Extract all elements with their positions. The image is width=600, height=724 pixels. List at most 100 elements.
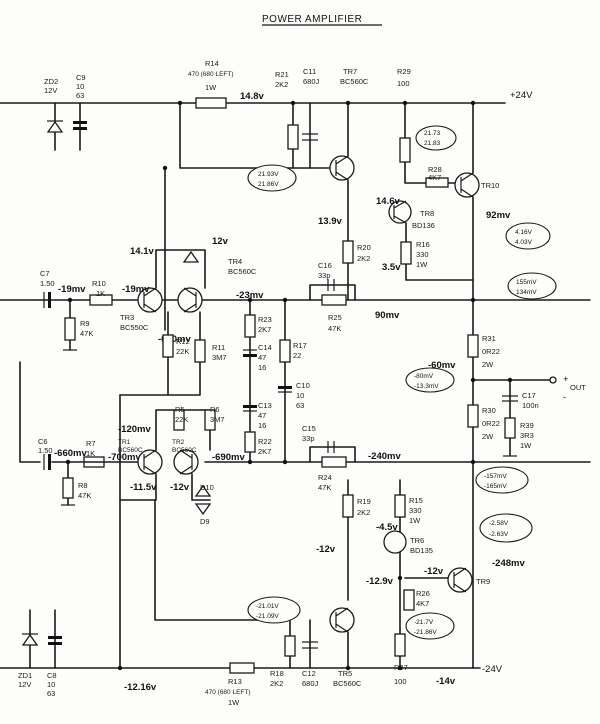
zd2-value: 12V [44, 86, 57, 95]
c8-voltage: 63 [47, 689, 55, 698]
bubble-b4-b: 134mV [516, 289, 537, 296]
tr3-ref: TR3 [120, 313, 134, 322]
c8-value: 10 [47, 680, 55, 689]
c11-value: 680J [303, 77, 320, 86]
r25-ref: R25 [328, 313, 342, 322]
r13-value: 470 (680 LEFT) [205, 689, 251, 696]
c14-value: 47 [258, 353, 266, 362]
bubble-b7-b: -2.63V [489, 531, 509, 538]
c13-ref: C13 [258, 401, 272, 410]
voltage-23mv: -23mv [236, 290, 264, 301]
bubble-b7 [479, 513, 533, 543]
c10-value: 10 [296, 391, 304, 400]
junction-dot [247, 459, 253, 465]
r21-ref: R21 [275, 70, 289, 79]
zd2-ref: ZD2 [44, 77, 58, 86]
r10-resistor [89, 294, 113, 306]
bubble-b8-b: -21.09V [256, 613, 279, 620]
tr7-leads [335, 155, 349, 181]
r5-ref: R5 [175, 405, 185, 414]
r11-resistor [194, 339, 206, 363]
voltage-90mv: 90mv [375, 310, 400, 321]
r16-resistor [400, 241, 412, 265]
c17-value: 100n [522, 401, 539, 410]
r9-ref: R9 [80, 319, 90, 328]
r22-ref: R22 [258, 437, 272, 446]
r14-resistor [195, 97, 227, 109]
tr5-leads [335, 607, 349, 633]
voltage-11-5v: -11.5v [130, 482, 157, 493]
d10-diode-icon [194, 484, 212, 497]
c10-voltage: 63 [296, 401, 304, 410]
r12-resistor [162, 334, 174, 358]
bubble-b8-a: -21.01V [256, 603, 279, 610]
c12-ref: C12 [302, 669, 316, 678]
r30-value: 0R22 [482, 419, 500, 428]
junction-dot [470, 100, 476, 106]
voltage-690mv: -690mv [212, 452, 245, 463]
junction-dot [117, 665, 123, 671]
d10-ref: D10 [200, 483, 214, 492]
junction-dot [397, 575, 403, 581]
output-terminal[interactable] [549, 376, 557, 384]
r23-value: 2K7 [258, 325, 271, 334]
lower-branch-wires [119, 499, 291, 669]
r5-resistor [173, 409, 185, 431]
r29-resistor [399, 137, 411, 163]
voltage-4-5v: -4.5v [376, 522, 398, 533]
r23-ref: R23 [258, 315, 272, 324]
r7-value: 1K [86, 449, 95, 458]
c16-ref: C16 [318, 261, 332, 270]
r27-resistor [394, 633, 406, 657]
r39-value: 3R3 [520, 431, 534, 440]
c9-plate-b [73, 127, 87, 130]
r27-value: 100 [394, 677, 407, 686]
r16-value: 330 [416, 250, 429, 259]
junction-dot [247, 297, 253, 303]
r12-value: 22K [176, 347, 189, 356]
r28-resistor [425, 177, 449, 188]
junction-dot [470, 377, 476, 383]
c6-plate-b [48, 454, 51, 470]
junction-dot [507, 377, 513, 383]
tr8-leads [393, 200, 407, 224]
r31-value: 0R22 [482, 347, 500, 356]
c10-ref: C10 [296, 381, 310, 390]
tr5-type: BC560C [333, 679, 362, 688]
tr10-leads [460, 172, 474, 198]
c15-value: 33p [302, 434, 315, 443]
junction-dot [397, 665, 403, 671]
d9-ref: D9 [200, 517, 210, 526]
bubble-b2 [415, 125, 457, 151]
voltage-tr8-base: 14.6v [376, 196, 400, 207]
r15-ref: R15 [409, 496, 423, 505]
tr6-ref: TR6 [410, 536, 424, 545]
r12-ref: R12 [176, 337, 190, 346]
r21-resistor [287, 124, 299, 150]
voltage-r16: 3.5v [382, 262, 401, 273]
r24-value: 47K [318, 483, 331, 492]
c9-value: 10 [76, 82, 84, 91]
r8-ref: R8 [78, 481, 88, 490]
output-minus: - [563, 392, 566, 403]
bubble-b9-b: -21.86V [414, 629, 437, 636]
r30-resistor [467, 404, 479, 428]
r14-branch-wire [179, 102, 331, 169]
tr1-leads [143, 449, 157, 475]
c15-ref: C15 [302, 424, 316, 433]
bubble-b5 [405, 367, 455, 393]
r13-ref: R13 [228, 677, 242, 686]
input-lower-wire [19, 361, 41, 463]
tr1-ref: TR1 [118, 439, 131, 446]
output-plus: + [563, 374, 569, 385]
r31-resistor [467, 334, 479, 358]
r9-resistor [64, 317, 76, 341]
r28-value: 4K7 [428, 173, 441, 182]
r20-ref: R20 [357, 243, 371, 252]
voltage-248mv: -248mv [492, 558, 525, 569]
r14-value: 470 (680 LEFT) [188, 71, 234, 78]
r20-value: 2K2 [357, 254, 370, 263]
bubble-b2-a: 21.73 [424, 130, 441, 137]
r26-value: 4K7 [416, 599, 429, 608]
